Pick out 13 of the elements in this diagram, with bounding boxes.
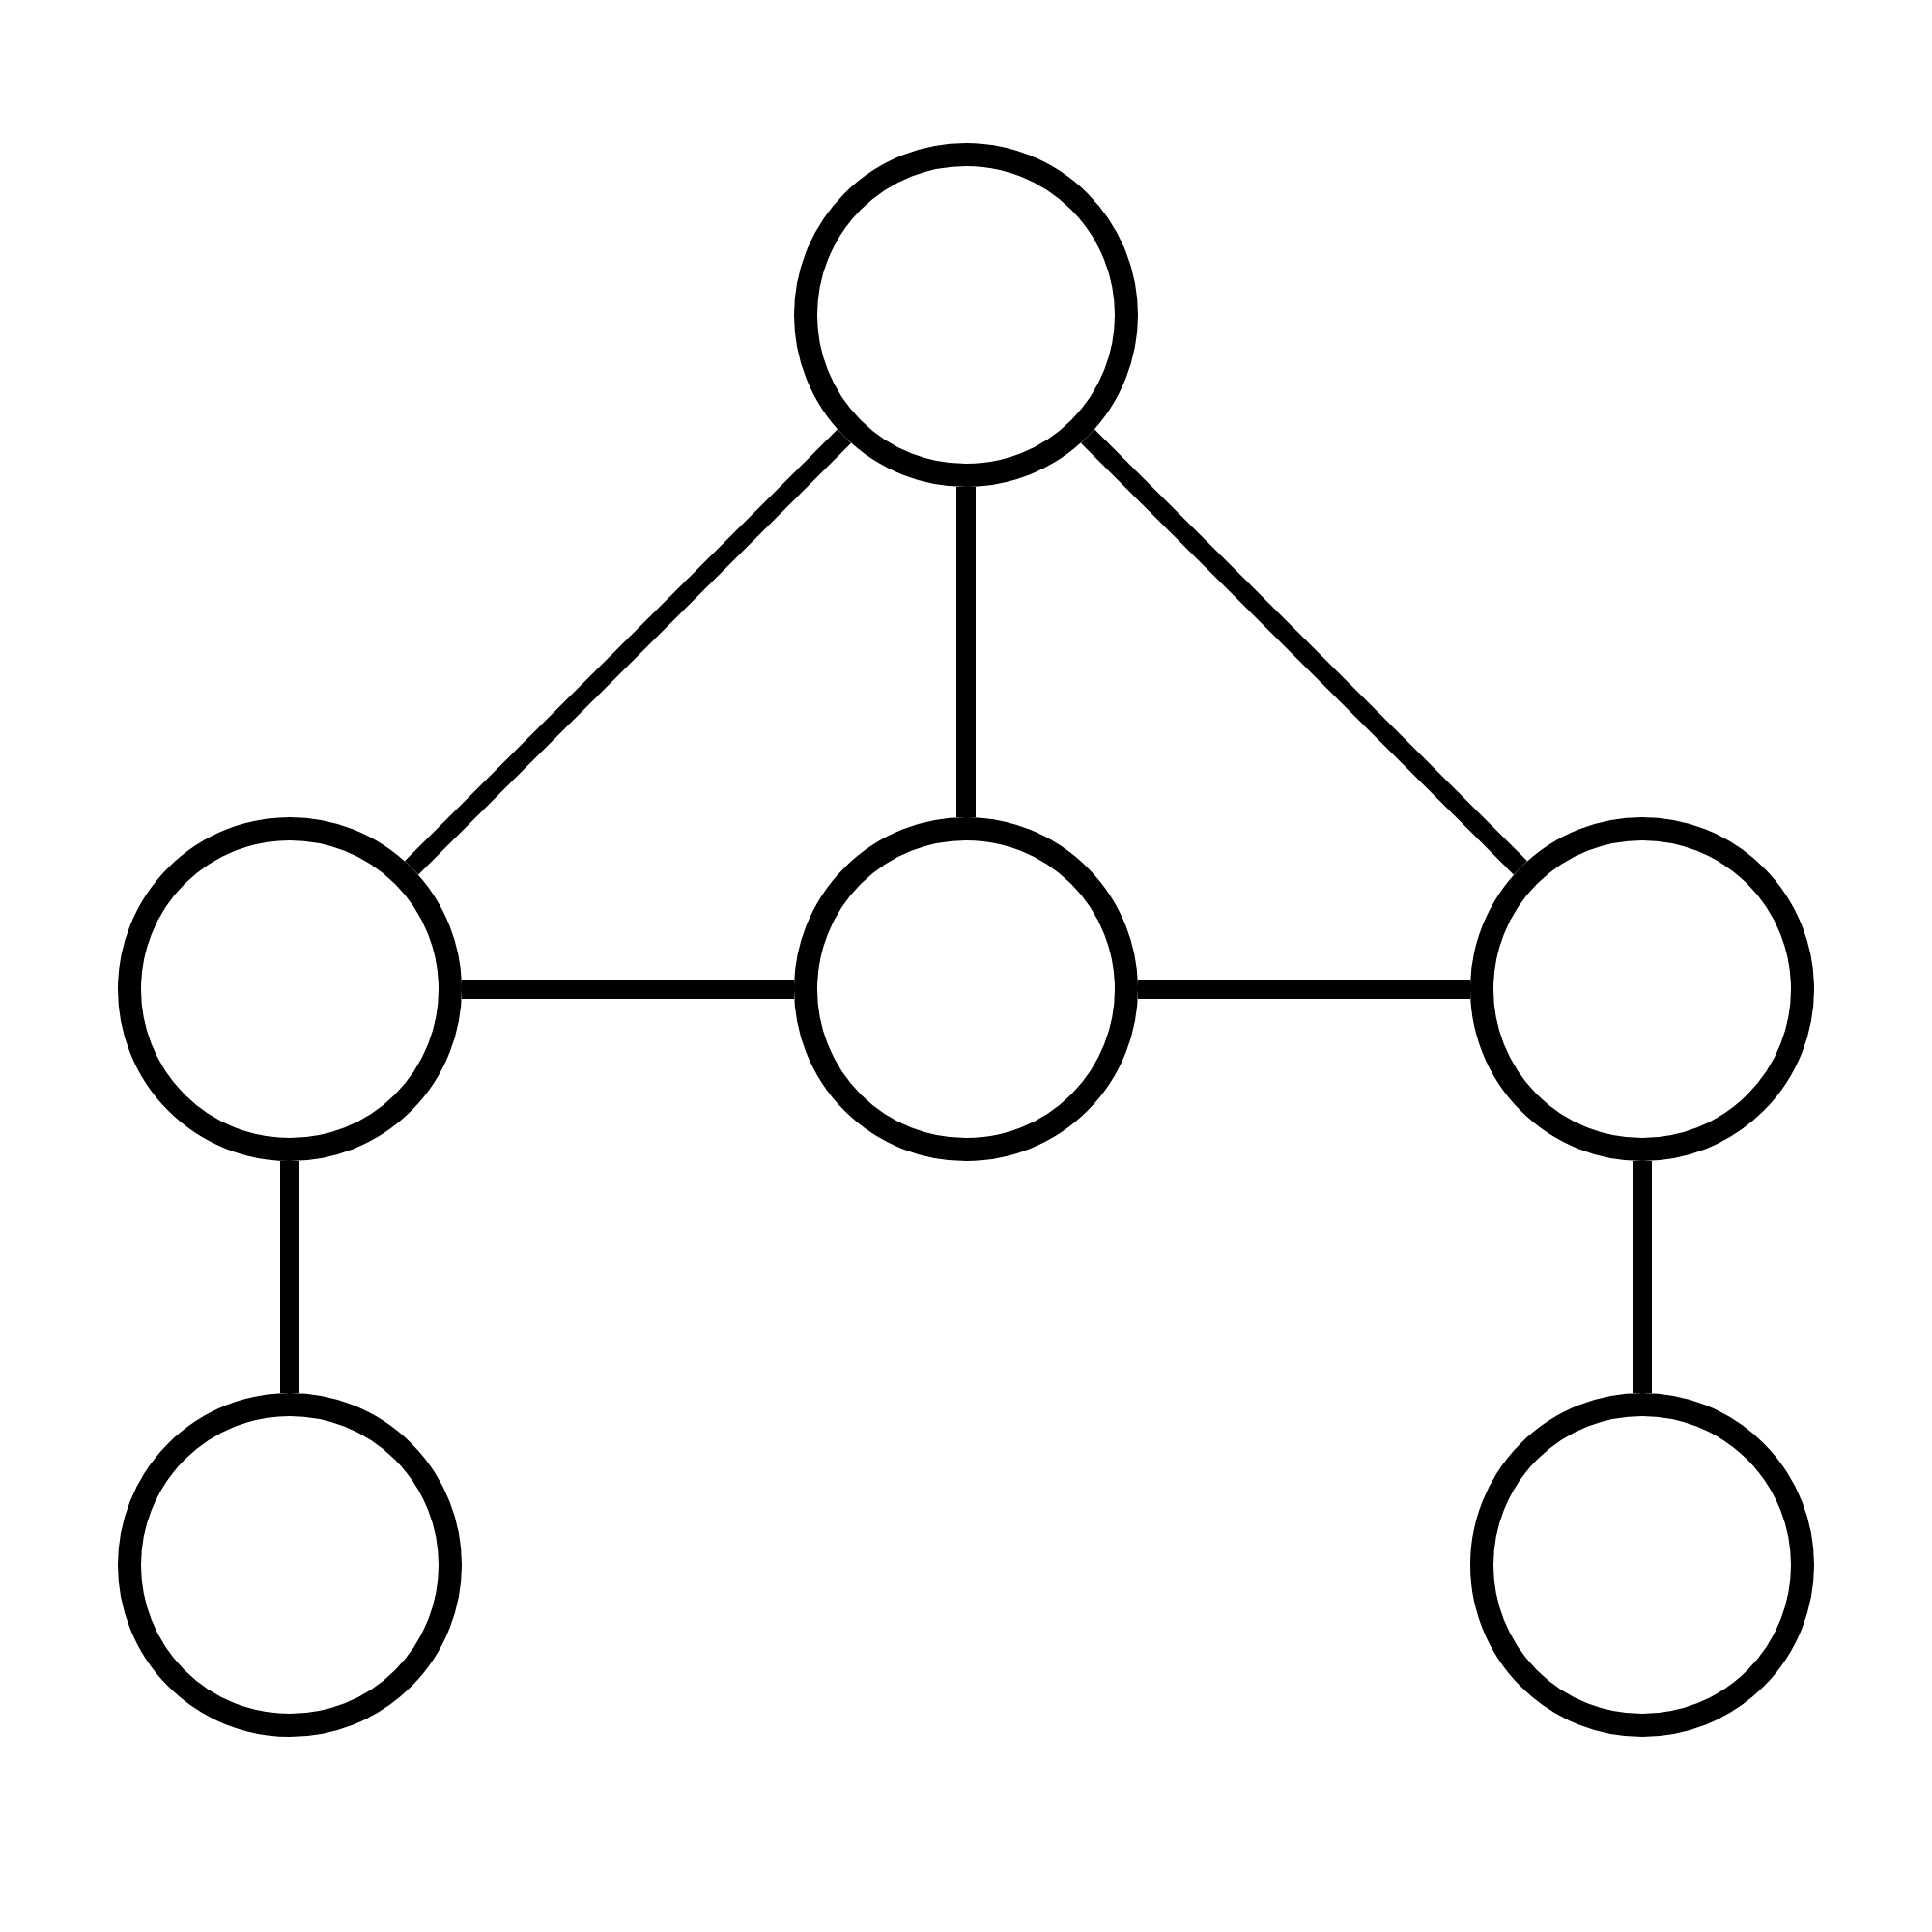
circle-node <box>1470 1393 1814 1737</box>
circle-node <box>118 1393 462 1737</box>
connector-line <box>404 429 852 875</box>
connector-line <box>280 1161 299 1393</box>
connector-line <box>1138 980 1470 999</box>
connector-line <box>1633 1161 1652 1393</box>
circle-node <box>794 817 1138 1161</box>
connector-line <box>956 487 976 817</box>
circle-node <box>1470 817 1814 1161</box>
circle-node <box>794 143 1138 487</box>
connector-line <box>462 980 794 999</box>
circle-node <box>118 817 462 1161</box>
connector-line <box>1080 429 1528 875</box>
